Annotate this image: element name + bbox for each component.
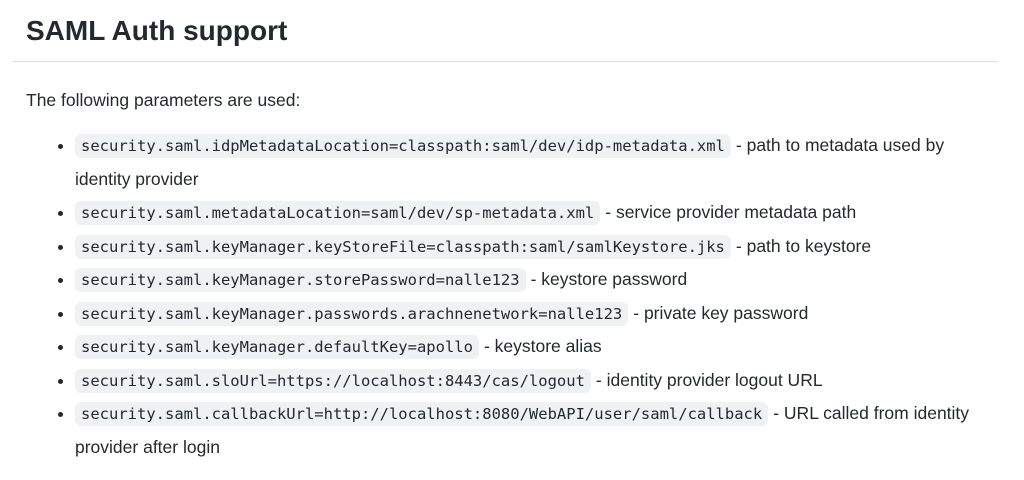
parameter-description: - identity provider logout URL: [595, 369, 823, 390]
parameter-description: - service provider metadata path: [605, 202, 857, 222]
parameter-item: security.saml.keyManager.storePassword=n…: [75, 263, 998, 297]
parameter-item: security.saml.idpMetadataLocation=classp…: [75, 129, 998, 196]
parameter-code: security.saml.keyManager.defaultKey=apol…: [75, 335, 479, 359]
page-title: SAML Auth support: [13, 14, 998, 62]
parameter-code: security.saml.metadataLocation=saml/dev/…: [75, 201, 601, 225]
parameter-item: security.saml.sloUrl=https://localhost:8…: [75, 364, 998, 398]
parameter-item: security.saml.callbackUrl=http://localho…: [75, 397, 998, 464]
parameter-description: - path to metadata used by identity prov…: [75, 135, 945, 189]
document-page: SAML Auth support The following paramete…: [0, 14, 1024, 480]
parameter-code: security.saml.idpMetadataLocation=classp…: [75, 134, 731, 158]
parameter-code: security.saml.callbackUrl=http://localho…: [75, 402, 769, 426]
parameter-code: security.saml.keyManager.passwords.arach…: [75, 301, 629, 326]
parameter-description: - keystore alias: [483, 336, 602, 356]
parameter-item: security.saml.keyManager.defaultKey=apol…: [75, 330, 998, 364]
parameter-list: security.saml.idpMetadataLocation=classp…: [13, 129, 998, 464]
intro-text: The following parameters are used:: [26, 90, 301, 110]
parameter-code: security.saml.keyManager.keyStoreFile=cl…: [75, 234, 731, 259]
parameter-description: - keystore password: [530, 269, 688, 289]
parameter-item: security.saml.metadataLocation=saml/dev/…: [75, 196, 998, 230]
parameter-description: - path to keystore: [735, 235, 872, 256]
parameter-item: security.saml.keyManager.keyStoreFile=cl…: [75, 230, 998, 264]
parameter-item: security.saml.keyManager.passwords.arach…: [75, 297, 998, 331]
parameter-description: - URL called from identity provider afte…: [75, 403, 970, 457]
parameter-description: - private key password: [633, 302, 809, 323]
parameter-code: security.saml.keyManager.storePassword=n…: [75, 268, 526, 292]
parameter-code: security.saml.sloUrl=https://localhost:8…: [75, 368, 591, 393]
